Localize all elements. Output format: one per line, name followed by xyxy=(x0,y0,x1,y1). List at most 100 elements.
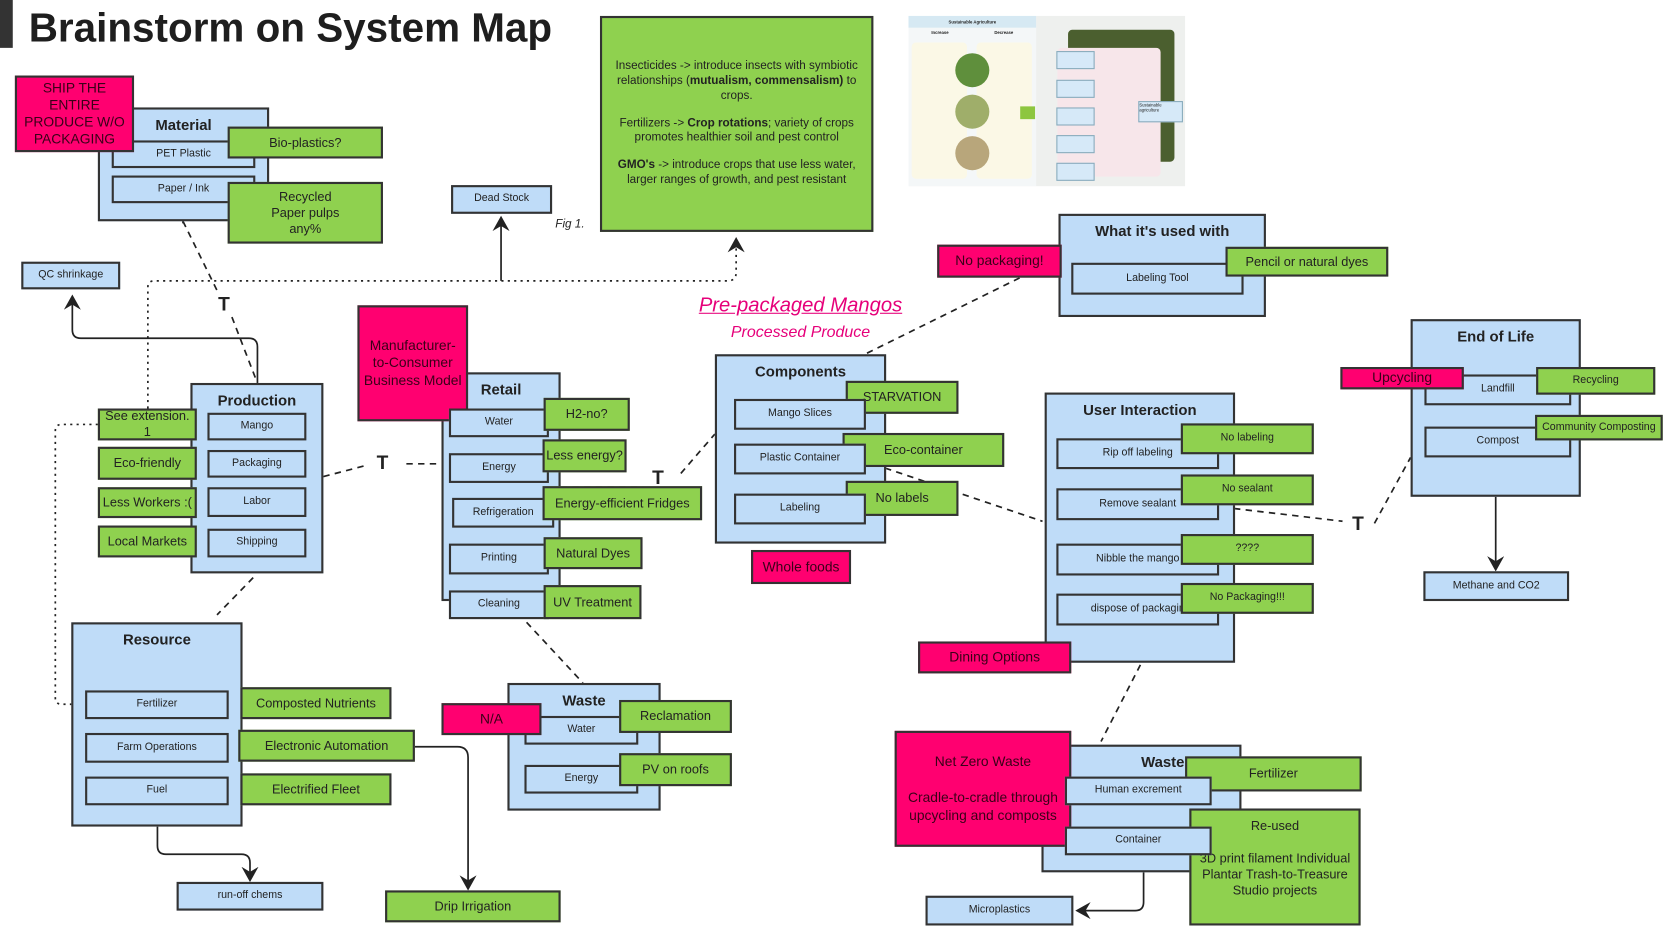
qc-shrinkage[interactable]: QC shrinkage xyxy=(21,261,121,290)
end-of-life-group[interactable]: End of Life xyxy=(1410,319,1581,497)
idea-sticky[interactable]: Energy-efficient Fridges xyxy=(542,486,703,521)
note-body: 3D print filament Individual Plantar Tra… xyxy=(1199,851,1351,898)
dead-stock[interactable]: Dead Stock xyxy=(451,185,553,214)
idea-sticky[interactable]: Community Composting xyxy=(1535,414,1663,441)
note-dining-options[interactable]: Dining Options xyxy=(918,641,1072,674)
note-text: ; variety of crops promotes healthier so… xyxy=(634,116,854,145)
title-bar-marker xyxy=(0,0,13,48)
note-na[interactable]: N/A xyxy=(441,703,542,736)
idea-sticky[interactable]: Eco-container xyxy=(842,432,1005,468)
idea-sticky[interactable]: Fertilizer xyxy=(1185,756,1362,792)
dashed-connector xyxy=(1100,664,1142,742)
note-upcycling[interactable]: Upcycling xyxy=(1340,367,1464,390)
group-label: What it's used with xyxy=(1095,222,1230,240)
idea-sticky[interactable]: H2-no? xyxy=(543,397,630,431)
note-text: Crop rotations xyxy=(687,116,769,130)
note-manufacturer[interactable]: Manufacturer-to-Consumer Business Model xyxy=(357,305,469,422)
retail-item[interactable]: Printing xyxy=(448,543,549,575)
reused-sticky[interactable]: Re-used 3D print filament Individual Pla… xyxy=(1189,808,1361,926)
idea-sticky[interactable]: Less Workers :( xyxy=(97,487,197,519)
idea-sticky[interactable]: Eco-friendly xyxy=(97,446,197,480)
dotted-connector xyxy=(54,423,98,706)
idea-sticky[interactable]: Bio-plastics? xyxy=(227,126,383,159)
note-ship[interactable]: SHIP THE ENTIRE PRODUCE W/O PACKAGING xyxy=(14,75,135,153)
idea-sticky[interactable]: Reclamation xyxy=(619,699,732,733)
idea-sticky[interactable]: Composted Nutrients xyxy=(240,687,392,720)
retail-item[interactable]: Water xyxy=(448,408,549,438)
component-item[interactable]: Mango Slices xyxy=(734,398,866,430)
retail-item[interactable]: Refrigeration xyxy=(452,497,555,528)
waste-item[interactable]: Container xyxy=(1064,826,1212,856)
dashed-connector xyxy=(182,220,257,378)
note-text: Fertilizers -> xyxy=(619,116,688,130)
t-junction-label: T xyxy=(1352,512,1364,535)
idea-sticky[interactable]: Electronic Automation xyxy=(238,729,415,762)
microplastics-output[interactable]: Microplastics xyxy=(925,895,1074,926)
component-item[interactable]: Labeling xyxy=(734,493,866,525)
group-label: Production xyxy=(217,391,297,409)
retail-item[interactable]: Energy xyxy=(448,453,549,483)
dashed-connector xyxy=(884,467,1043,523)
idea-sticky[interactable]: Local Markets xyxy=(97,525,197,558)
topic-heading: Pre-packaged Mangos xyxy=(698,294,903,318)
note-title: Re-used xyxy=(1250,818,1300,833)
note-text: to crops. xyxy=(720,74,857,102)
used-with-item[interactable]: Labeling Tool xyxy=(1071,262,1244,295)
drip-irrigation[interactable]: Drip Irrigation xyxy=(385,890,561,923)
waste-item[interactable]: Human excrement xyxy=(1064,776,1212,806)
idea-sticky[interactable]: PV on roofs xyxy=(619,753,732,787)
idea-sticky[interactable]: Natural Dyes xyxy=(543,537,643,570)
resource-item[interactable]: Farm Operations xyxy=(85,732,229,763)
t-junction-label: T xyxy=(652,467,664,489)
resource-item[interactable]: Fertilizer xyxy=(85,690,229,720)
idea-sticky[interactable]: No labeling xyxy=(1180,423,1314,455)
idea-sticky[interactable]: No Packaging!!! xyxy=(1180,582,1314,614)
eol-item[interactable]: Compost xyxy=(1424,426,1572,458)
note-title: Net Zero Waste xyxy=(934,753,1032,770)
note-text: mutualism, commensalism) xyxy=(689,74,844,88)
arrow-production-qc xyxy=(63,294,259,383)
production-item[interactable]: Packaging xyxy=(207,449,307,478)
methane-output[interactable]: Methane and CO2 xyxy=(1423,571,1570,602)
note-body: Cradle-to-cradle through upcycling and c… xyxy=(908,789,1058,823)
runoff-output[interactable]: run-off chems xyxy=(176,881,324,911)
retail-item[interactable]: Cleaning xyxy=(448,590,549,620)
production-item[interactable]: Labor xyxy=(207,487,307,518)
idea-sticky[interactable]: Pencil or natural dyes xyxy=(1225,246,1389,277)
dashed-connector xyxy=(525,621,584,684)
t-junction-label: T xyxy=(376,452,389,474)
arrow-runoff xyxy=(156,826,259,883)
production-item[interactable]: Mango xyxy=(207,412,307,441)
idea-sticky[interactable]: Recycled Paper pulps any% xyxy=(227,181,383,244)
page-title: Brainstorm on System Map xyxy=(28,6,553,52)
idea-sticky[interactable]: Electrified Fleet xyxy=(240,773,392,806)
idea-sticky[interactable]: UV Treatment xyxy=(543,585,642,620)
idea-sticky[interactable]: See extension. 1 xyxy=(97,408,197,441)
resource-item[interactable]: Fuel xyxy=(85,776,229,806)
figure-label: Increase xyxy=(931,29,949,36)
idea-sticky[interactable]: Recycling xyxy=(1536,367,1656,395)
idea-sticky[interactable]: No sealant xyxy=(1180,474,1314,506)
t-junction-label: T xyxy=(218,293,230,315)
note-text: GMO's xyxy=(617,158,655,172)
idea-sticky[interactable]: Less energy? xyxy=(542,439,627,473)
note-no-packaging[interactable]: No packaging! xyxy=(937,244,1062,278)
group-label: Material xyxy=(155,115,212,133)
group-label: Waste xyxy=(1141,753,1185,771)
figure-target: Sustainable agriculture xyxy=(1138,101,1183,123)
idea-sticky[interactable]: ???? xyxy=(1180,534,1314,565)
note-net-zero[interactable]: Net Zero Waste Cradle-to-cradle through … xyxy=(894,730,1072,847)
dashed-connector xyxy=(1233,457,1412,524)
group-label: Retail xyxy=(480,380,522,398)
group-label: Waste xyxy=(562,691,606,709)
group-label: Components xyxy=(754,362,847,380)
figure-label: Decrease xyxy=(994,29,1014,36)
dashed-connector xyxy=(216,577,254,616)
note-big-ideas[interactable]: Insecticides -> introduce insects with s… xyxy=(599,15,874,232)
note-whole-foods[interactable]: Whole foods xyxy=(751,549,852,585)
arrow-drip xyxy=(414,745,477,891)
production-item[interactable]: Shipping xyxy=(207,528,307,558)
component-item[interactable]: Plastic Container xyxy=(734,443,866,475)
dashed-connector xyxy=(866,273,1027,354)
